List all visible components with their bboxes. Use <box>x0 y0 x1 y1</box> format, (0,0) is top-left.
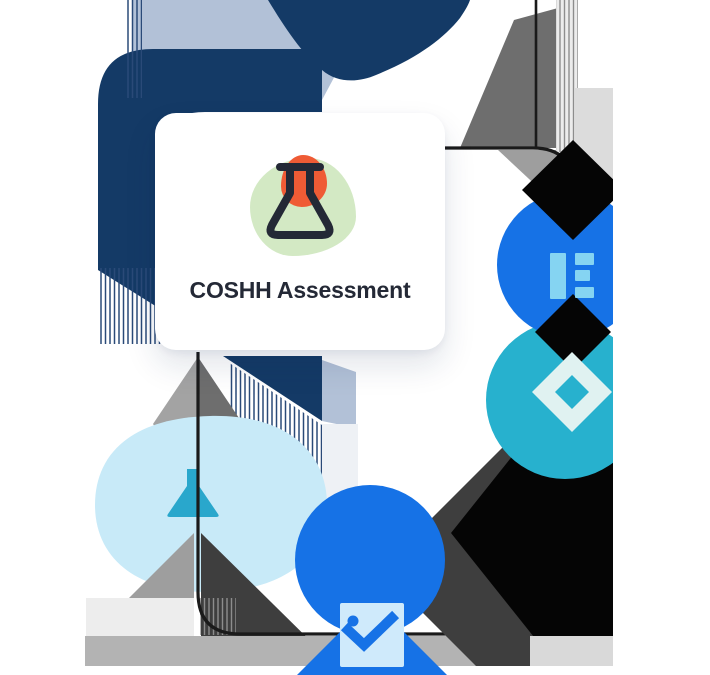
stripe-artifact <box>556 0 578 152</box>
mid-left-group <box>95 356 358 592</box>
top-left-group <box>98 0 470 344</box>
black-diamond-top <box>522 140 613 240</box>
flask-icon <box>167 469 219 517</box>
coshh-assessment-card[interactable]: COSHH Assessment <box>155 113 445 350</box>
light-gray-band <box>530 636 613 666</box>
checklist-node-circle <box>295 485 445 635</box>
right-node-column <box>380 140 613 675</box>
gray-wedge <box>460 8 558 148</box>
stripe-artifact <box>100 268 162 344</box>
diamond-ring-icon <box>532 352 612 432</box>
card-title: COSHH Assessment <box>189 277 411 303</box>
black-diamond-mid <box>535 294 611 370</box>
list-layout-icon <box>550 253 594 299</box>
pale-patch <box>86 598 194 638</box>
flask-beaker-icon <box>266 163 334 239</box>
stripe-artifact <box>126 0 142 98</box>
check-mark <box>340 610 400 652</box>
slate-sliver <box>322 360 356 428</box>
check-dot <box>347 615 359 627</box>
checklist-node-group <box>295 485 447 675</box>
checklist-check-icon <box>340 603 404 667</box>
navy-triangle <box>223 356 322 421</box>
navy-corner-frame <box>98 49 322 307</box>
